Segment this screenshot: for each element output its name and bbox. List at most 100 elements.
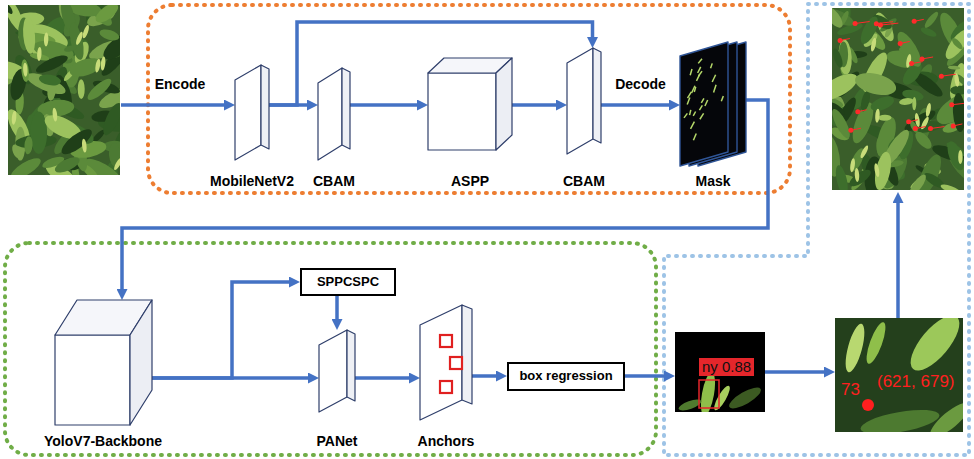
- network-block: Anchors: [415, 305, 478, 451]
- leaf: [912, 97, 916, 110]
- mask-speck: [711, 63, 713, 68]
- tea-bud: [81, 24, 90, 39]
- block-shape: [680, 42, 746, 166]
- flow-arrow: [121, 103, 226, 107]
- point-dot: [855, 109, 860, 114]
- point-dot: [906, 119, 911, 124]
- cube-side: [130, 300, 152, 425]
- result-image: ny 0.88: [675, 332, 765, 412]
- leaf: [902, 318, 963, 378]
- mask-speck: [698, 59, 702, 64]
- leaf: [859, 90, 872, 113]
- leaf: [67, 22, 86, 61]
- network-block: Mask: [680, 42, 746, 191]
- tea-bud: [874, 163, 881, 178]
- cube-front: [428, 73, 496, 150]
- tea-bud: [859, 145, 869, 159]
- tea-bud: [75, 31, 84, 46]
- leaf: [53, 154, 82, 175]
- detection-crop: [675, 332, 765, 412]
- feature-map: [319, 330, 347, 412]
- leaf: [24, 69, 68, 98]
- mask-speck: [693, 112, 695, 116]
- mask-speck: [705, 100, 708, 106]
- detection-region: [5, 243, 656, 455]
- leaf: [878, 115, 892, 121]
- point-dot: [928, 126, 933, 131]
- edge-label: Decode: [615, 75, 666, 93]
- flow-arrow: [512, 103, 558, 107]
- leaf: [85, 76, 114, 103]
- point-dot: [878, 23, 883, 28]
- leaf: [834, 164, 851, 190]
- mask-speck: [700, 113, 704, 119]
- feature-map: [567, 48, 593, 154]
- leaf: [893, 29, 925, 70]
- mask-speck: [699, 105, 702, 110]
- block-label: Anchors: [418, 432, 475, 450]
- leaf: [950, 36, 964, 50]
- overlay-text: 73: [841, 380, 860, 400]
- flow-arrow: [350, 103, 419, 107]
- block-shape: [235, 65, 269, 160]
- leaf: [832, 69, 861, 106]
- tea-bud: [849, 158, 855, 172]
- photo: [832, 8, 964, 190]
- tea-bud: [23, 63, 28, 77]
- anchor-box: [440, 335, 452, 347]
- mask-speck: [701, 98, 704, 103]
- tea-bud: [870, 37, 877, 52]
- leaf: [98, 27, 120, 42]
- point-dot: [848, 128, 853, 133]
- photo-ground: [675, 332, 765, 412]
- mask-speck: [712, 75, 715, 82]
- leaf: [8, 154, 43, 175]
- photo-ground: [832, 8, 964, 190]
- block-label: CBAM: [313, 172, 355, 190]
- flow-arrow: [896, 201, 900, 318]
- feature-map: [318, 68, 342, 160]
- tea-bud: [925, 103, 932, 118]
- mask-speck: [684, 113, 687, 117]
- leaf: [93, 5, 120, 26]
- anchor-box: [440, 381, 452, 393]
- network-block: MobileNetV2: [207, 65, 297, 191]
- flow-arrow: [472, 374, 498, 378]
- tea-bud: [875, 109, 881, 123]
- leaf: [20, 59, 29, 82]
- tea-bud: [44, 32, 49, 46]
- leaf: [58, 125, 95, 158]
- block-shape: [567, 48, 601, 154]
- bounding-box: [699, 380, 719, 408]
- tea-bud: [94, 58, 101, 73]
- leaf: [63, 44, 77, 53]
- tea-bud: [113, 157, 120, 171]
- cube-front: [55, 335, 130, 425]
- block-label: ASPP: [451, 172, 489, 190]
- tea-bud: [11, 110, 17, 124]
- mask-layer: [680, 42, 728, 166]
- feature-map: [235, 65, 261, 160]
- point-dot: [838, 38, 843, 43]
- flow-arrow: [335, 296, 339, 321]
- leaf: [912, 129, 934, 152]
- leaf: [78, 79, 85, 99]
- network-block: ASPP: [428, 58, 512, 191]
- leaf: [944, 139, 964, 172]
- overlay-text: ny 0.88: [699, 358, 754, 376]
- flow-arrow: [601, 103, 671, 107]
- anchor-box: [450, 357, 462, 369]
- leaf: [30, 111, 47, 154]
- photo: [8, 5, 120, 175]
- tea-bud: [81, 138, 87, 152]
- block-shape: [319, 330, 355, 412]
- leaf: [8, 5, 14, 15]
- feature-map-side: [347, 330, 355, 401]
- feature-map-side: [593, 48, 601, 143]
- mask-speck: [721, 96, 723, 101]
- mask-speck: [690, 110, 691, 115]
- leaf: [926, 398, 963, 432]
- tea-bud: [37, 47, 42, 61]
- flow-arrow: [625, 374, 666, 378]
